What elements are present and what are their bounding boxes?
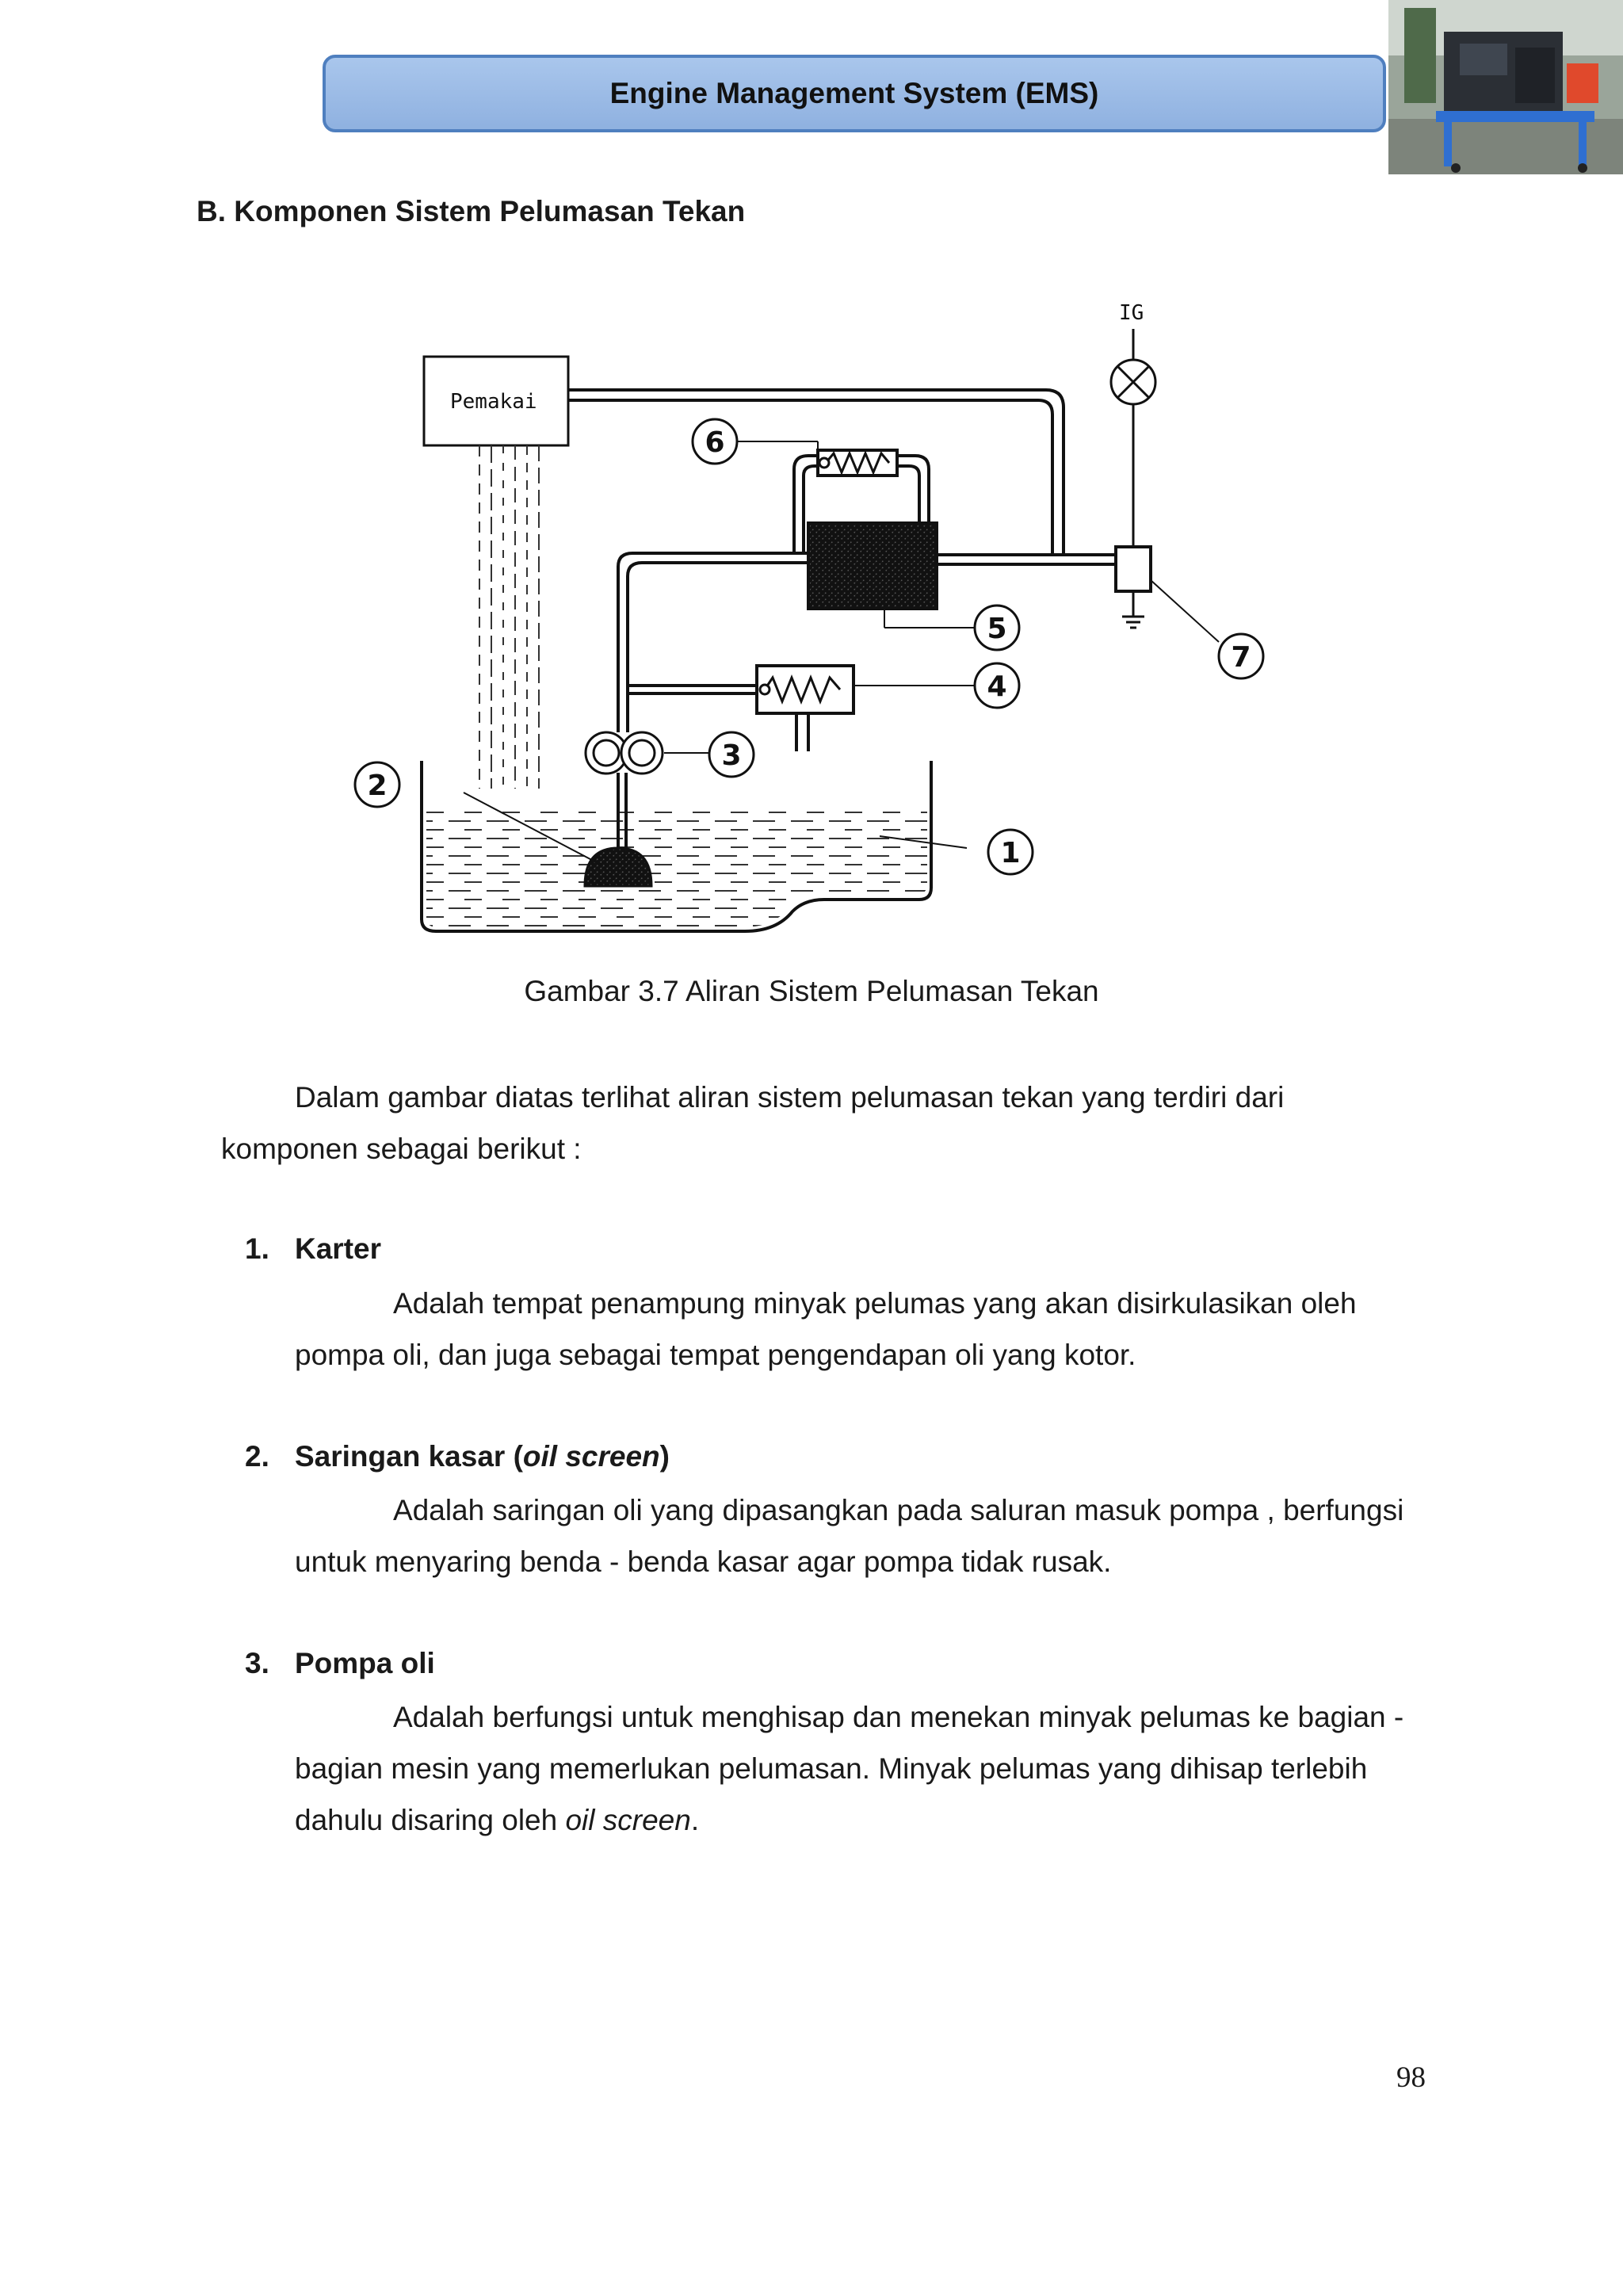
item-3-text: Adalah berfungsi untuk menghisap dan men… [295,1691,1436,1846]
item-2-text: Adalah saringan oli yang dipasangkan pad… [295,1484,1436,1587]
callout-1 [987,828,1034,876]
item-3-line-2: bagian mesin yang memerlukan pelumasan. … [295,1752,1368,1785]
header-title: Engine Management System (EMS) [609,77,1099,109]
svg-text:5: 5 [987,613,1006,645]
item-2-title: Saringan kasar (oil screen) [295,1440,670,1473]
item-1-text: Adalah tempat penampung minyak pelumas y… [295,1278,1436,1381]
figure-caption: Gambar 3.7 Aliran Sistem Pelumasan Tekan [524,975,1099,1007]
oil-return-drips [479,445,540,789]
lubrication-diagram: Pemakai [333,293,1284,951]
header-title-bar: Engine Management System (EMS) [323,55,1386,132]
callout-7 [1217,632,1265,680]
item-3-number: 3. [245,1647,269,1679]
page-number: 98 [1396,2061,1426,2094]
item-1-number: 1. [245,1232,269,1265]
item-2-line-2: untuk menyaring benda - benda kasar agar… [295,1545,1112,1578]
section-title: B. Komponen Sistem Pelumasan Tekan [197,195,746,227]
item-3-title: Pompa oli [295,1647,435,1679]
ig-label: IG [1119,301,1144,325]
item-3-line-3: dahulu disaring oleh oil screen. [295,1804,700,1836]
pemakai-label: Pemakai [450,390,537,414]
svg-text:4: 4 [987,670,1006,703]
engine-stand-photo [1388,0,1623,174]
callout-2 [353,761,401,808]
oil-pan [420,761,933,933]
callout-5 [973,604,1021,651]
indicator-lamp [1109,358,1157,406]
callout-6 [691,418,739,465]
intro-line-2: komponen sebagai berikut : [221,1133,582,1165]
oil-pump [584,731,664,775]
svg-text:3: 3 [721,739,741,772]
intro-line-1: Dalam gambar diatas terlihat aliran sist… [295,1081,1285,1114]
item-2-line-1: Adalah saringan oli yang dipasangkan pad… [393,1494,1404,1526]
oil-pressure-switch [1114,545,1152,593]
svg-text:6: 6 [705,426,724,459]
svg-text:7: 7 [1231,641,1251,674]
svg-text:1: 1 [1000,837,1020,869]
callout-4 [973,662,1021,709]
item-1-line-1: Adalah tempat penampung minyak pelumas y… [393,1287,1357,1320]
item-2-number: 2. [245,1440,269,1473]
item-1-title: Karter [295,1232,381,1265]
callout-3 [708,731,755,778]
item-1-line-2: pompa oli, dan juga sebagai tempat penge… [295,1339,1136,1371]
svg-text:2: 2 [367,770,387,802]
item-3-line-1: Adalah berfungsi untuk menghisap dan men… [393,1701,1404,1733]
oil-filter [807,521,938,610]
